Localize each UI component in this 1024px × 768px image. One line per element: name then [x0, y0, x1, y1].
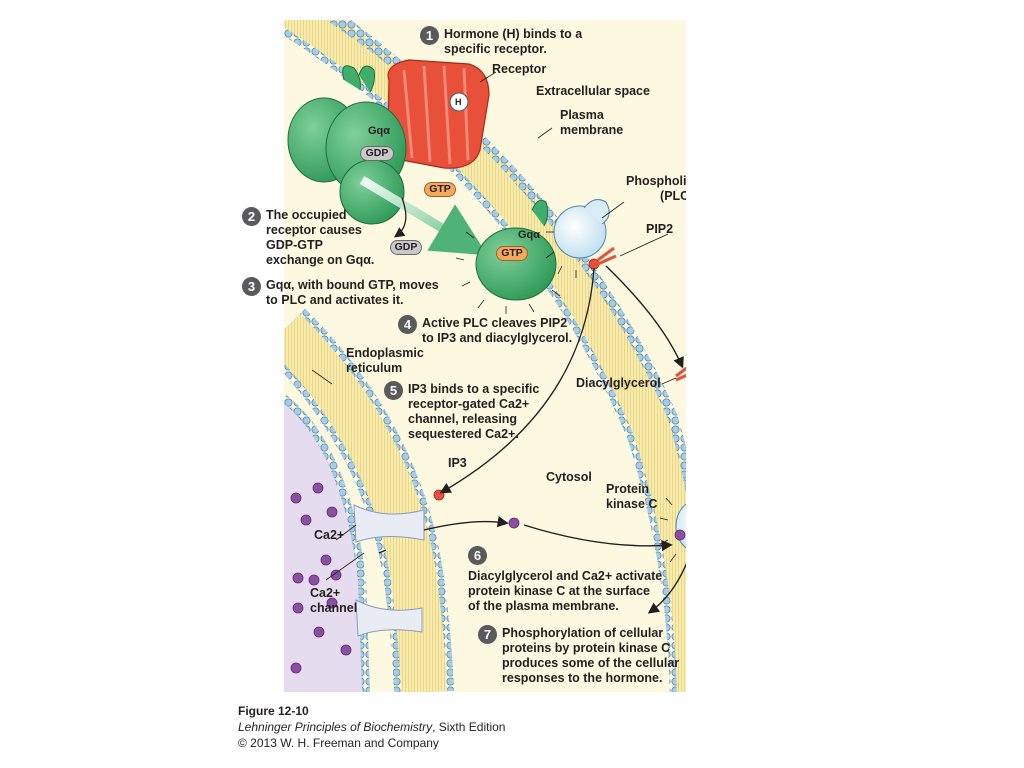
step-7-text: Phosphorylation of cellular proteins by …	[502, 626, 679, 686]
ca-channel-label-line2: channel	[310, 601, 358, 615]
er-label-line1: Endoplasmic	[346, 346, 424, 360]
book-edition: , Sixth Edition	[432, 720, 506, 734]
g-protein-active	[455, 199, 561, 314]
g-alpha-top-label: Gqα	[368, 125, 391, 137]
g-alpha-active-label: Gqα	[518, 229, 541, 241]
ca-channel-label-line1: Ca2+	[310, 586, 341, 600]
step-4: 4 Active PLC cleaves PIP2 to IP3 and dia…	[398, 315, 572, 346]
er-membrane	[284, 308, 454, 692]
book-line: Lehninger Principles of Biochemistry, Si…	[238, 719, 505, 735]
step-2-text: The occupied receptor causes GDP-GTP exc…	[266, 208, 374, 268]
step-4-badge: 4	[398, 315, 417, 334]
extracellular-region	[350, 20, 686, 480]
pkc-label: Protein kinase C	[606, 482, 657, 512]
gdp-released-chip: GDP	[390, 240, 422, 255]
plasma-membrane-label: Plasma membrane	[560, 108, 623, 138]
step-7-line2: proteins by protein kinase C	[502, 641, 671, 655]
step-7: 7 Phosphorylation of cellular proteins b…	[478, 625, 679, 686]
step-3-line1: Gqα, with bound GTP, moves	[266, 278, 439, 292]
receptor-label: Receptor	[492, 62, 547, 76]
step-1-line2: specific receptor.	[444, 42, 547, 56]
step-6-line3: of the plasma membrane.	[468, 599, 619, 613]
activation-arrow	[359, 176, 488, 256]
step-2-line4: exchange on Gqα.	[266, 253, 375, 267]
calcium-ions	[290, 482, 520, 674]
protein-kinase-c	[659, 497, 686, 563]
step-3-badge: 3	[242, 277, 261, 296]
pip2-molecule	[588, 258, 600, 270]
hormone-icon	[449, 92, 469, 112]
step-1: 1 Hormone (H) binds to a specific recept…	[420, 26, 582, 57]
step-7-line4: responses to the hormone.	[502, 671, 663, 685]
step-3-line2: to PLC and activates it.	[266, 293, 404, 307]
step-6-line2: protein kinase C at the surface	[468, 584, 651, 598]
step-5-badge: 5	[384, 381, 403, 400]
step-4-line2: to IP3 and diacylglycerol.	[422, 331, 573, 345]
step-7-line1: Phosphorylation of cellular	[502, 626, 664, 640]
step-3-text: Gqα, with bound GTP, moves to PLC and ac…	[266, 278, 439, 308]
step-1-badge: 1	[420, 26, 439, 45]
phospholipase-c	[545, 199, 617, 278]
ip3-label: IP3	[448, 456, 467, 470]
step-1-line1: Hormone (H) binds to a	[444, 27, 583, 41]
step-5-line1: IP3 binds to a specific	[408, 382, 540, 396]
cytosol-label: Cytosol	[546, 470, 592, 484]
figure-number: Figure 12-10	[238, 704, 309, 718]
plc-label-line1: Phospholipase C	[626, 174, 686, 188]
process-arrows	[378, 265, 686, 614]
pkc-label-line2: kinase C	[606, 497, 658, 511]
plasma-membrane-label-line1: Plasma	[560, 108, 604, 122]
gtp-bound-chip: GTP	[496, 246, 528, 261]
plc-label-line2: (PLC)	[660, 189, 686, 203]
diacylglycerol-molecule	[675, 366, 686, 382]
step-2-line2: receptor causes	[266, 223, 362, 237]
pip2-label: PIP2	[646, 222, 674, 236]
pointer-lines	[311, 71, 677, 581]
step-7-line3: produces some of the cellular	[502, 656, 680, 670]
gdp-bound-chip: GDP	[360, 146, 394, 161]
plc-label: Phospholipase C (PLC)	[626, 174, 686, 204]
step-2-line3: GDP-GTP	[266, 238, 323, 252]
plasma-membrane-label-line2: membrane	[560, 123, 624, 137]
figure-caption: Figure 12-10 Lehninger Principles of Bio…	[238, 703, 505, 751]
step-5-text: IP3 binds to a specific receptor-gated C…	[408, 382, 539, 442]
step-2-line1: The occupied	[266, 208, 347, 222]
step-5-line3: channel, releasing	[408, 412, 518, 426]
diacylglycerol-label: Diacylglycerol	[576, 376, 661, 390]
er-label-line2: reticulum	[346, 361, 403, 375]
figure-panel: Receptor Extracellular space Plasma memb…	[284, 20, 686, 692]
step-2: 2 The occupied receptor causes GDP-GTP e…	[242, 207, 374, 268]
step-4-text: Active PLC cleaves PIP2 to IP3 and diacy…	[422, 316, 572, 346]
step-6-line1: Diacylglycerol and Ca2+ activate	[468, 569, 663, 583]
er-label: Endoplasmic reticulum	[346, 346, 424, 376]
ca-channel	[353, 489, 445, 637]
ca-channel-label: Ca2+ channel	[310, 586, 357, 616]
step-5-line2: receptor-gated Ca2+	[408, 397, 530, 411]
step-2-badge: 2	[242, 207, 261, 226]
step-5: 5 IP3 binds to a specific receptor-gated…	[384, 381, 539, 442]
gtp-free-chip: GTP	[424, 182, 456, 197]
step-4-line1: Active PLC cleaves PIP2	[422, 316, 568, 330]
step-1-text: Hormone (H) binds to a specific receptor…	[444, 27, 582, 57]
book-title: Lehninger Principles of Biochemistry	[238, 720, 433, 734]
step-6-badge: 6	[468, 546, 487, 565]
step-5-line4: sequestered Ca2+.	[408, 427, 519, 441]
copyright-line: © 2013 W. H. Freeman and Company	[238, 736, 439, 750]
step-7-badge: 7	[478, 625, 497, 644]
pkc-label-line1: Protein	[606, 482, 650, 496]
er-lumen	[284, 400, 364, 692]
step-6: 6 Diacylglycerol and Ca2+ activate prote…	[468, 546, 662, 614]
extracellular-space-label: Extracellular space	[536, 84, 650, 98]
step-3: 3 Gqα, with bound GTP, moves to PLC and …	[242, 277, 439, 308]
hormone-label: H	[455, 97, 462, 107]
ca-ion-label: Ca2+	[314, 528, 345, 542]
step-6-text: Diacylglycerol and Ca2+ activate protein…	[468, 569, 662, 614]
receptor-protein	[386, 59, 490, 169]
